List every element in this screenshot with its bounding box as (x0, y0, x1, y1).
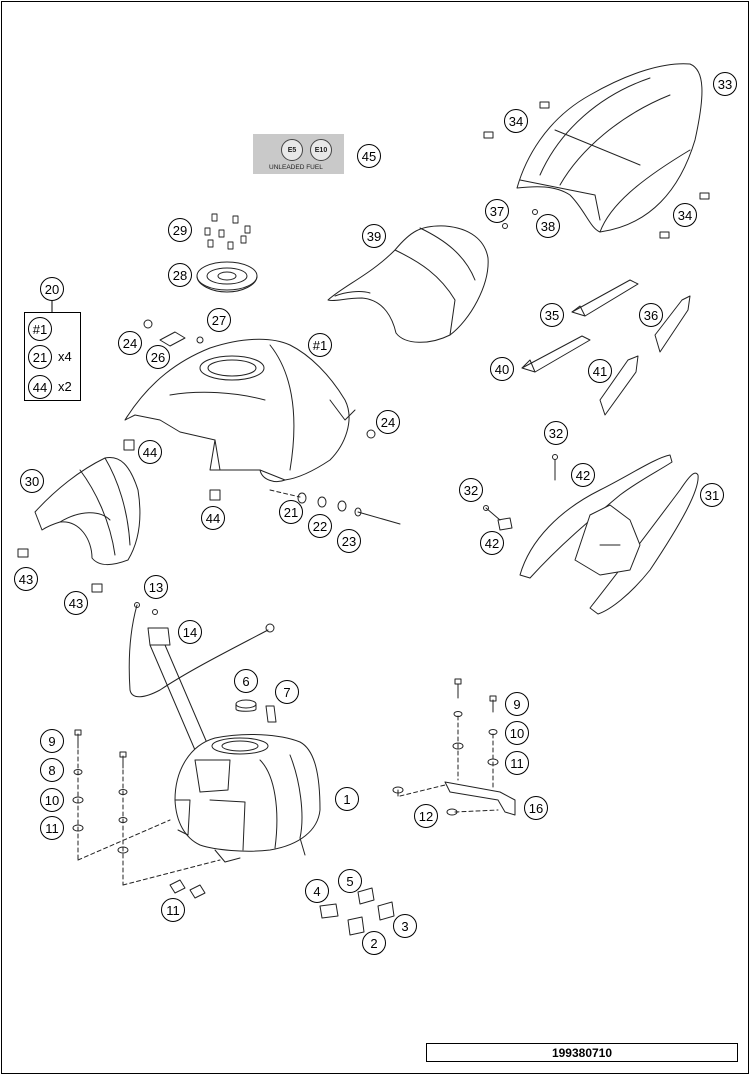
callout-11c: 11 (161, 898, 185, 922)
callout-30: 30 (20, 469, 44, 493)
tank-cover-drawing (124, 338, 356, 483)
callout-36: 36 (639, 303, 663, 327)
callout-26: 26 (146, 345, 170, 369)
callout-4: 4 (305, 879, 329, 903)
fuel-tank-drawing (174, 734, 321, 863)
kit-legend-box (24, 312, 81, 401)
callout-43a: 43 (14, 567, 38, 591)
fuel-type-label: E5 E10 UNLEADED FUEL (253, 134, 344, 174)
callout-27: 27 (207, 308, 231, 332)
callout-35: 35 (540, 303, 564, 327)
filler-cap-bolts (204, 213, 251, 250)
front-seat-drawing (327, 225, 489, 343)
left-fastener-stacks (72, 729, 221, 899)
callout-24b: 24 (376, 410, 400, 434)
callout-40: 40 (490, 357, 514, 381)
rear-seat-drawing (516, 63, 703, 233)
callout-38: 38 (536, 214, 560, 238)
callout-42b: 42 (480, 531, 504, 555)
seat-rubber-mounts (483, 101, 710, 239)
callout-6: 6 (234, 669, 258, 693)
cover-bracket-parts (143, 319, 376, 439)
tank-mount-bracket (392, 678, 516, 816)
callout-41: 41 (588, 359, 612, 383)
callout-28: 28 (168, 263, 192, 287)
legend-item-1: #1 (28, 317, 52, 341)
callout-7: 7 (275, 680, 299, 704)
callout-34a: 34 (504, 109, 528, 133)
callout-8: 8 (40, 758, 64, 782)
legend-qty-2: x4 (58, 349, 72, 364)
callout-legend-group: 20 (40, 277, 64, 301)
tank-cable-assembly (128, 602, 275, 751)
callout-2: 2 (362, 931, 386, 955)
callout-31: 31 (700, 483, 724, 507)
legend-qty-3: x2 (58, 379, 72, 394)
callout-cover-1: #1 (308, 333, 332, 357)
callout-13: 13 (144, 575, 168, 599)
callout-9a: 9 (40, 729, 64, 753)
rear-frame-drawing (483, 454, 699, 615)
cover-washers-screws (269, 489, 401, 525)
callout-45: 45 (357, 144, 381, 168)
callout-3: 3 (393, 914, 417, 938)
callout-10b: 10 (505, 721, 529, 745)
legend-item-3: 44 (28, 375, 52, 399)
callout-32b: 32 (459, 478, 483, 502)
callout-16: 16 (524, 796, 548, 820)
legend-item-2: 21 (28, 345, 52, 369)
callout-9b: 9 (505, 692, 529, 716)
callout-33: 33 (713, 72, 737, 96)
callout-44b: 44 (201, 506, 225, 530)
callout-10a: 10 (40, 788, 64, 812)
callout-1: 1 (335, 787, 359, 811)
callout-32a: 32 (544, 421, 568, 445)
callout-12: 12 (414, 804, 438, 828)
front-fairing-drawing (34, 456, 141, 566)
callout-34b: 34 (673, 203, 697, 227)
rubber-buffers (319, 887, 395, 936)
callout-21: 21 (279, 500, 303, 524)
callout-43b: 43 (64, 591, 88, 615)
fuel-pump-parts (235, 699, 277, 723)
callout-22: 22 (308, 514, 332, 538)
callout-11b: 11 (505, 751, 529, 775)
callout-37: 37 (485, 199, 509, 223)
cover-clips (123, 439, 221, 501)
fuel-label-text: UNLEADED FUEL (269, 164, 323, 171)
drawing-number-box: 199380710 (426, 1043, 738, 1062)
filler-cap-drawing (196, 261, 258, 293)
callout-11a: 11 (40, 816, 64, 840)
rubber-pads (17, 548, 103, 593)
fuel-badge-e5: E5 (281, 139, 303, 161)
callout-39: 39 (362, 224, 386, 248)
callout-42a: 42 (571, 463, 595, 487)
callout-24a: 24 (118, 331, 142, 355)
callout-29: 29 (168, 218, 192, 242)
fuel-badge-e10: E10 (310, 139, 332, 161)
callout-14: 14 (178, 620, 202, 644)
callout-5: 5 (338, 869, 362, 893)
side-panel-trims (521, 279, 691, 416)
callout-44a: 44 (138, 440, 162, 464)
callout-23: 23 (337, 529, 361, 553)
